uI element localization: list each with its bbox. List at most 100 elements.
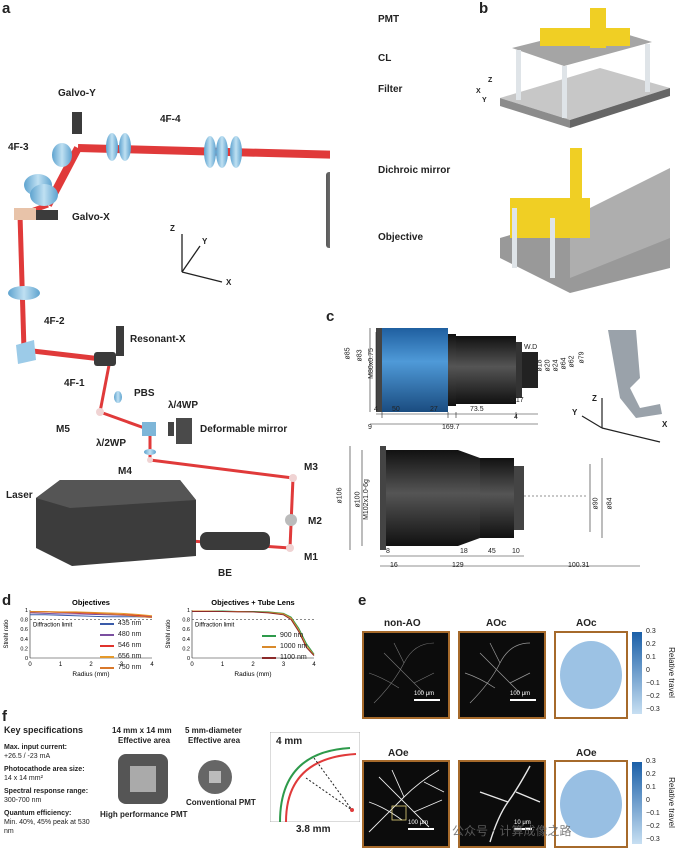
- colorbar-tick: −0.2: [646, 823, 660, 830]
- prism-icon: [16, 340, 36, 364]
- scalebar-4-label: 10 μm: [514, 820, 531, 826]
- fov-diagram: [270, 732, 360, 822]
- fov-4mm: 4 mm: [276, 736, 303, 747]
- colorbar-label-top: Relative travel: [666, 647, 676, 698]
- legend-item: 480 nm: [100, 629, 141, 640]
- dim-18: 18: [460, 548, 468, 555]
- m3-mirror-icon: [289, 474, 297, 482]
- x-tick-label: 4: [150, 662, 154, 668]
- x-tick-label: 1: [59, 662, 63, 668]
- panel-b-axis-x: X: [476, 88, 481, 95]
- panel-c-axis-x: X: [662, 420, 668, 429]
- spec-4-value: Min. 40%, 45% peak at 530 nm: [4, 819, 90, 835]
- qwp-icon: [168, 422, 174, 436]
- y-tick-label: 0.8: [182, 618, 190, 624]
- label-4f-4: 4F-4: [160, 114, 181, 125]
- title-aoe: AOe: [388, 748, 409, 759]
- label-m4: M4: [118, 466, 132, 477]
- dim-d106: ø106: [336, 487, 344, 504]
- title-aoc: AOc: [486, 618, 507, 629]
- label-be: BE: [218, 568, 232, 579]
- x-axis-label: Radius (mm): [234, 671, 271, 678]
- image-aoe-zoom: 10 μm: [458, 760, 546, 848]
- axis-y-label: Y: [202, 237, 208, 246]
- y-axis-label: Strehl ratio: [166, 619, 172, 649]
- title-aoc-map: AOc: [576, 618, 597, 629]
- series-line: [30, 614, 153, 618]
- label-4f-1: 4F-1: [64, 378, 85, 389]
- x-tick-label: 3: [120, 662, 124, 668]
- label-m5: M5: [56, 424, 70, 435]
- title-aoe-map: AOe: [576, 748, 597, 759]
- scalebar-1-label: 100 μm: [414, 691, 435, 697]
- legend-item: 750 nm: [100, 662, 141, 673]
- legend-item: 900 nm: [262, 630, 307, 641]
- colorbar-tick: −0.3: [646, 836, 660, 843]
- legend-item: 546 nm: [100, 640, 141, 651]
- dm-map-aoe: [554, 760, 628, 848]
- dim-129: 129: [452, 562, 464, 569]
- label-dichroic: Dichroic mirror: [378, 165, 451, 176]
- m5-mirror-icon: [96, 408, 104, 416]
- dim-16: 16: [390, 562, 398, 569]
- label-m3: M3: [304, 462, 318, 473]
- panel-f-label: f: [2, 708, 7, 725]
- microscope-3d-render: [500, 8, 670, 293]
- x-tick-label: 1: [221, 662, 225, 668]
- label-laser: Laser: [6, 490, 33, 501]
- panel-a-axes-icon: [181, 234, 223, 283]
- colorbar-tick: −0.2: [646, 693, 660, 700]
- spec-1-label: Max. input current:: [4, 744, 68, 751]
- scalebar-2: [510, 699, 536, 701]
- x-tick-label: 4: [312, 662, 316, 668]
- colorbar-tick: 0: [646, 667, 650, 674]
- y-tick-label: 1: [187, 608, 190, 614]
- x-tick-label: 2: [251, 662, 255, 668]
- panel-b-axis-y: Y: [482, 97, 487, 104]
- y-tick-label: 0.2: [182, 646, 190, 652]
- axis-x-label: X: [226, 278, 232, 287]
- spec-4-label: Quantum efficiency:: [4, 810, 72, 817]
- panel-c-axis-y: Y: [572, 408, 578, 417]
- cv-area: Effective area: [188, 736, 241, 745]
- colorbar-tick: 0.3: [646, 758, 656, 765]
- label-pmt: PMT: [378, 14, 400, 25]
- 4f3-lens-icon: [24, 143, 72, 206]
- 4f1-lens-icon: [114, 391, 122, 403]
- x-tick-label: 3: [282, 662, 286, 668]
- 4f4-lens-icon: [106, 133, 242, 168]
- dim-735: 73.5: [470, 406, 484, 413]
- dim-d24: ø24: [552, 359, 560, 372]
- colorbar-label-bottom: Relative travel: [666, 777, 676, 828]
- watermark: 公众号 · 计算成像之路: [452, 824, 572, 838]
- dim-4a: 4: [374, 406, 378, 413]
- image-aoc: 100 μm: [458, 631, 546, 719]
- hp-name: High performance PMT: [100, 810, 188, 819]
- dim-d20: ø20: [544, 359, 552, 372]
- m2-mirror-icon: [285, 514, 297, 526]
- spec-3-label: Spectral response range:: [4, 788, 89, 795]
- colorbar-top: [632, 632, 642, 714]
- colorbar-tick: 0.1: [646, 654, 656, 661]
- panel-e-label: e: [358, 592, 367, 609]
- label-filter: Filter: [378, 84, 403, 95]
- scalebar-3-label: 100 μm: [408, 820, 429, 826]
- colorbar-tick: 0.3: [646, 628, 656, 635]
- pbs-icon: [142, 422, 156, 436]
- panel-c-axis-z: Z: [592, 394, 597, 403]
- series-line: [30, 611, 153, 619]
- objective-drawing: [349, 328, 662, 567]
- image-aoe: 100 μm: [362, 760, 450, 848]
- colorbar-tick: −0.1: [646, 810, 660, 817]
- dim-d84: ø84: [606, 497, 614, 510]
- hp-size: 14 mm x 14 mm: [112, 726, 172, 735]
- spec-3-value: 300-700 nm: [4, 797, 42, 804]
- dim-d64: ø64: [560, 357, 568, 370]
- x-tick-label: 0: [28, 662, 32, 668]
- dim-50: 50: [392, 406, 400, 413]
- panel-b-axis-z: Z: [488, 77, 493, 84]
- label-galvo-y: Galvo-Y: [58, 88, 96, 99]
- label-4f-3: 4F-3: [8, 142, 29, 153]
- 4f2-lens-icon: [8, 286, 40, 300]
